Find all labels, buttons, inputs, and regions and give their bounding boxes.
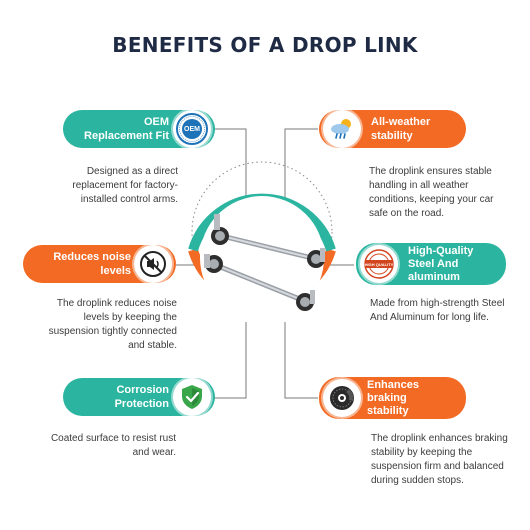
product-backdrop [200, 196, 324, 320]
benefit-quality-description: Made from high-strength Steel And Alumin… [370, 298, 505, 323]
benefit-pill-oem: OEM Replacement Fit OEM [63, 110, 215, 148]
brake-disc-icon [323, 379, 361, 417]
benefit-quality-label-line3: aluminum [408, 270, 460, 283]
benefit-noise-label-line1: Reduces noise [53, 251, 131, 263]
connector-corrosion [214, 322, 247, 399]
benefit-braking-label-line3: stability [367, 404, 409, 417]
oem-badge-text: OEM [184, 125, 200, 133]
connector-oem [214, 128, 247, 208]
page-title: BENEFITS OF A DROP LINK [112, 33, 418, 57]
no-noise-icon [134, 245, 172, 283]
benefit-weather-description: The droplink ensures stable handling in … [369, 166, 494, 219]
high-quality-stamp-text: HIGH QUALITY [364, 261, 394, 267]
benefit-quality-label-line2: Steel And [408, 257, 459, 270]
benefit-weather-label-line2: stability [371, 130, 413, 142]
benefit-pill-quality: HIGH QUALITY High-Quality Steel And alum… [356, 243, 506, 285]
connector-weather [284, 128, 318, 210]
benefit-noise-description: The droplink reduces noise levels by kee… [48, 298, 177, 351]
benefit-braking-label-line1: Enhances [367, 378, 419, 391]
benefit-noise-label-line2: levels [100, 265, 131, 277]
benefit-oem-label-line1: OEM [143, 116, 169, 128]
dotted-ring [191, 161, 333, 303]
benefit-oem-label-line2: Replacement Fit [84, 130, 169, 142]
benefit-quality-label-line1: High-Quality [408, 244, 474, 257]
benefit-braking-description: The droplink enhances braking stability … [371, 433, 508, 486]
shield-check-icon [173, 378, 211, 416]
benefit-weather-label-line1: All-weather [371, 116, 431, 128]
connector-braking [284, 322, 318, 399]
benefit-corrosion-label-line1: Corrosion [116, 384, 169, 396]
benefit-oem-description: Designed as a direct replacement for fac… [72, 166, 178, 205]
benefit-corrosion-description: Coated surface to resist rust and wear. [50, 433, 176, 458]
benefit-braking-label-line2: braking [367, 391, 407, 404]
high-quality-stamp-icon: HIGH QUALITY [360, 245, 398, 283]
oem-badge-icon: OEM [173, 110, 211, 148]
benefit-pill-noise: Reduces noise levels [23, 245, 176, 283]
benefit-pill-weather: All-weather stability [319, 110, 466, 148]
benefit-corrosion-label-line2: Protection [114, 398, 169, 410]
benefit-pill-braking: Enhances braking stability [319, 377, 466, 419]
benefit-pill-corrosion: Corrosion Protection [63, 378, 215, 416]
drop-link-product [204, 214, 325, 311]
weather-icon [323, 110, 361, 148]
